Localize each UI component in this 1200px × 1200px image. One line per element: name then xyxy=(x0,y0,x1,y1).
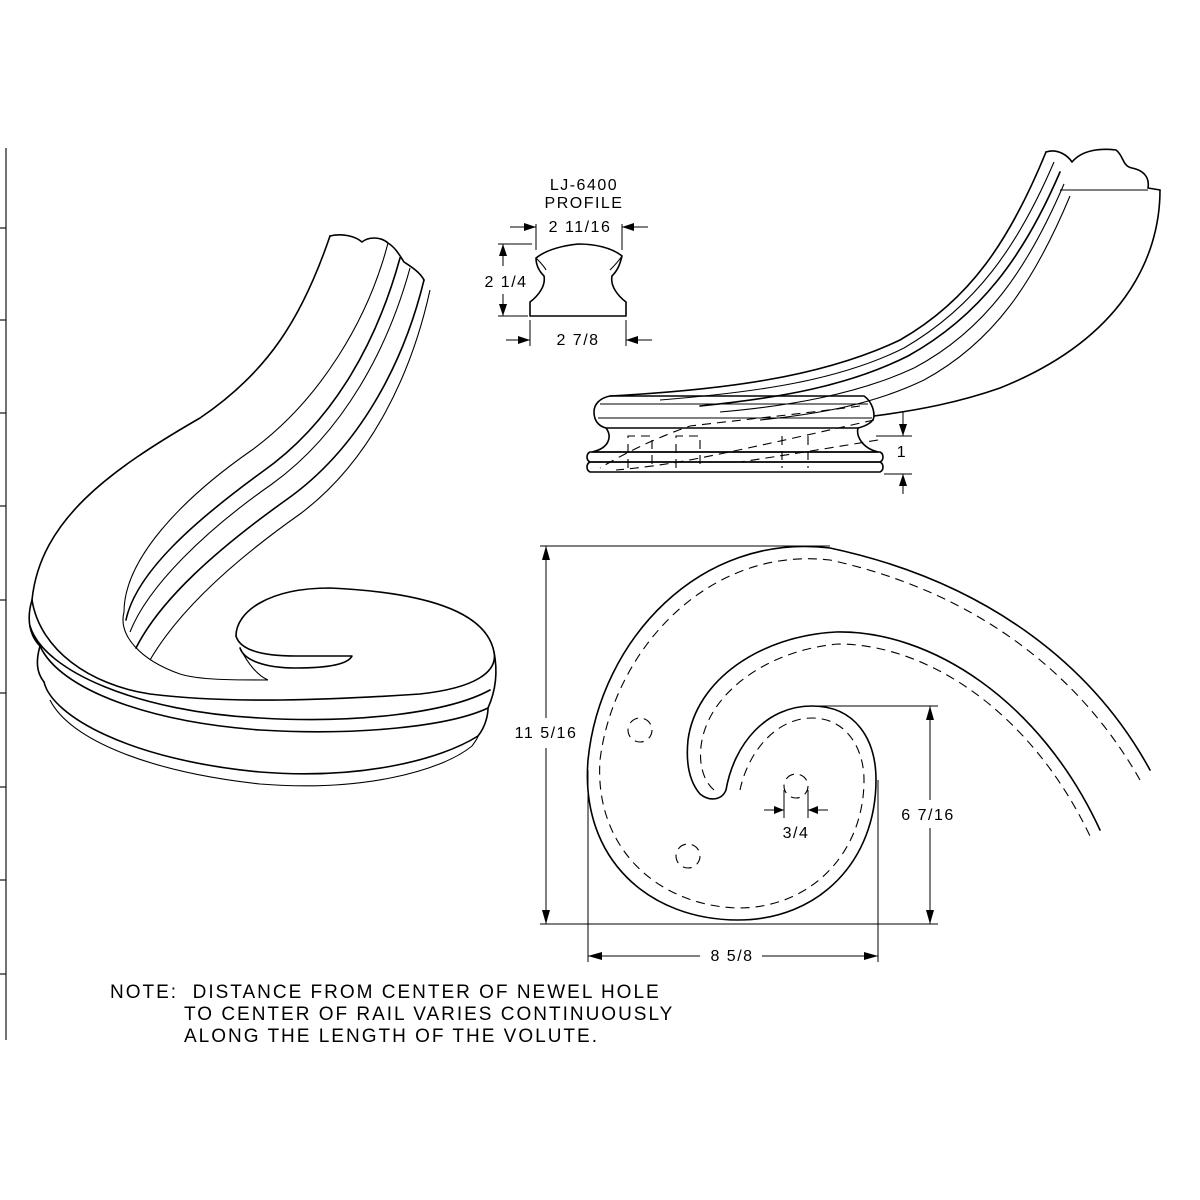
dowel-hole-top xyxy=(627,717,653,743)
rail-profile-section: LJ-6400 PROFILE 2 11/16 2 1/4 2 7/8 xyxy=(484,177,652,349)
dim-newel-hole: 3/4 xyxy=(783,825,810,842)
profile-title: LJ-6400 xyxy=(550,177,618,194)
dim-riser: 1 xyxy=(897,444,907,461)
dim-overall-width: 8 5/8 xyxy=(710,948,753,965)
drawing-note: NOTE: DISTANCE FROM CENTER OF NEWEL HOLE… xyxy=(110,982,674,1047)
dim-scroll-height: 6 7/16 xyxy=(901,807,954,824)
frame-border xyxy=(0,148,7,1040)
volute-plan-view: 3/4 11 5/16 6 7/16 8 5/8 xyxy=(515,545,1151,965)
profile-subtitle: PROFILE xyxy=(545,195,624,212)
volute-perspective-view xyxy=(28,234,497,787)
note-line-3: ALONG THE LENGTH OF THE VOLUTE. xyxy=(184,1026,599,1047)
note-line-1: NOTE: DISTANCE FROM CENTER OF NEWEL HOLE xyxy=(110,982,661,1003)
dowel-hole-bottom xyxy=(675,843,701,869)
note-line-2: TO CENTER OF RAIL VARIES CONTINUOUSLY xyxy=(184,1004,674,1025)
volute-side-elevation: 1 xyxy=(586,148,1161,494)
dim-height: 2 1/4 xyxy=(484,274,527,291)
dim-top-width: 2 11/16 xyxy=(549,219,612,236)
dim-overall-height: 11 5/16 xyxy=(515,725,578,742)
newel-hole xyxy=(783,773,809,799)
dim-bottom-width: 2 7/8 xyxy=(556,332,599,349)
